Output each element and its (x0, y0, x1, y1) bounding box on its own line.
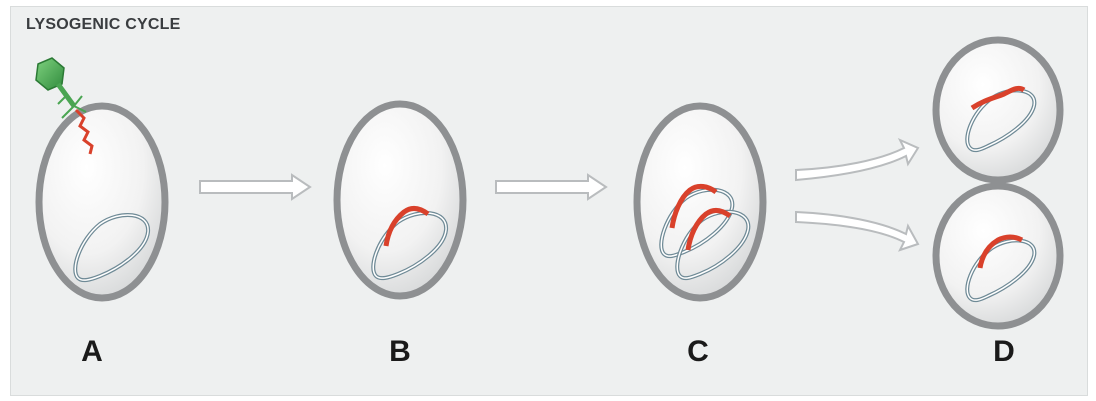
stage-c-cell (637, 106, 763, 298)
stage-d-upper-cell (936, 40, 1060, 180)
arrow-a-to-b (200, 175, 310, 199)
arrow-c-to-d-upper (796, 140, 918, 180)
stage-label-d: D (974, 335, 1034, 369)
stage-label-a: A (62, 335, 122, 369)
bacteriophage-icon (36, 58, 86, 118)
stage-label-c: C (668, 335, 728, 369)
stage-b-cell (337, 104, 463, 296)
stage-label-b: B (370, 335, 430, 369)
arrow-c-to-d-lower (796, 212, 918, 250)
arrow-b-to-c (496, 175, 606, 199)
stage-a-cell (39, 106, 165, 298)
stage-d-lower-cell (936, 186, 1060, 326)
